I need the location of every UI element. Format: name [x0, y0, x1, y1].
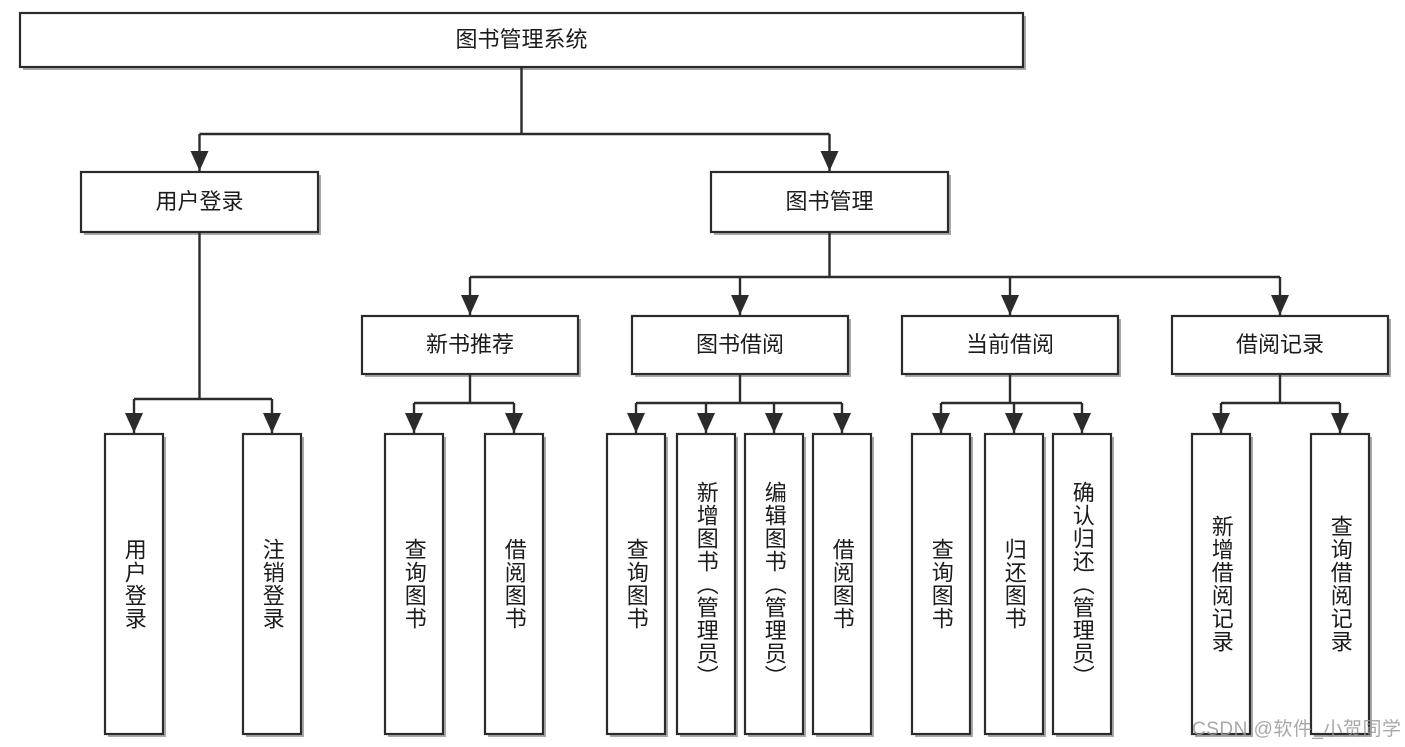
- leaf-box-用户登录[interactable]: [103, 432, 165, 736]
- arrow-head-icon: [1331, 413, 1349, 433]
- leaf-box-借阅图书[interactable]: [483, 432, 545, 736]
- leaf-box-确认归还-管理员-[interactable]: [1051, 432, 1113, 736]
- node-label: 新书推荐: [426, 332, 514, 357]
- node-label: 借阅记录: [1236, 332, 1324, 357]
- leaf-box-新增借阅记录[interactable]: [1190, 432, 1252, 736]
- node-label: 图书管理: [785, 189, 873, 214]
- arrow-head-icon: [405, 413, 423, 433]
- leaf-box-查询图书[interactable]: [383, 432, 445, 736]
- leaf-box-新增图书-管理员-[interactable]: [675, 432, 737, 736]
- box-layer: [18, 11, 1390, 736]
- arrow-head-icon: [190, 151, 209, 171]
- node-label: 图书管理系统: [455, 27, 587, 52]
- leaf-box-查询借阅记录[interactable]: [1309, 432, 1371, 736]
- arrow-head-icon: [765, 413, 783, 433]
- csdn-watermark: CSDN @软件_小贺同学: [1192, 719, 1402, 740]
- arrow-head-icon: [1005, 413, 1023, 433]
- leaf-box-查询图书[interactable]: [605, 432, 667, 736]
- arrow-head-icon: [1271, 295, 1289, 315]
- arrow-head-icon: [627, 413, 645, 433]
- arrow-head-icon: [1212, 413, 1230, 433]
- branch-box-用户登录[interactable]: [79, 170, 320, 234]
- leaf-box-归还图书[interactable]: [983, 432, 1045, 736]
- arrow-head-icon: [697, 413, 715, 433]
- leaf-box-借阅图书[interactable]: [811, 432, 873, 736]
- arrow-head-icon: [263, 413, 281, 433]
- arrow-head-icon: [932, 413, 950, 433]
- arrow-head-icon: [731, 295, 749, 315]
- node-label: 当前借阅: [966, 332, 1054, 357]
- branch-box-图书管理[interactable]: [709, 170, 950, 234]
- root-box-图书管理系统[interactable]: [18, 11, 1025, 69]
- arrow-head-icon: [1001, 295, 1019, 315]
- leaf-box-注销登录[interactable]: [241, 432, 303, 736]
- leaf-box-编辑图书-管理员-[interactable]: [743, 432, 805, 736]
- arrow-head-icon: [820, 151, 839, 171]
- arrow-head-icon: [1073, 413, 1091, 433]
- branch-box-当前借阅[interactable]: [900, 314, 1120, 376]
- branch-box-新书推荐[interactable]: [360, 314, 580, 376]
- node-label: 用户登录: [155, 189, 243, 214]
- arrow-head-icon: [505, 413, 523, 433]
- arrow-head-icon: [125, 413, 143, 433]
- leaf-box-查询图书[interactable]: [910, 432, 972, 736]
- arrow-head-icon: [461, 295, 479, 315]
- node-label: 图书借阅: [696, 332, 784, 357]
- arrow-head-icon: [833, 413, 851, 433]
- connector-layer: [125, 67, 1349, 433]
- branch-box-图书借阅[interactable]: [630, 314, 850, 376]
- branch-box-借阅记录[interactable]: [1170, 314, 1390, 376]
